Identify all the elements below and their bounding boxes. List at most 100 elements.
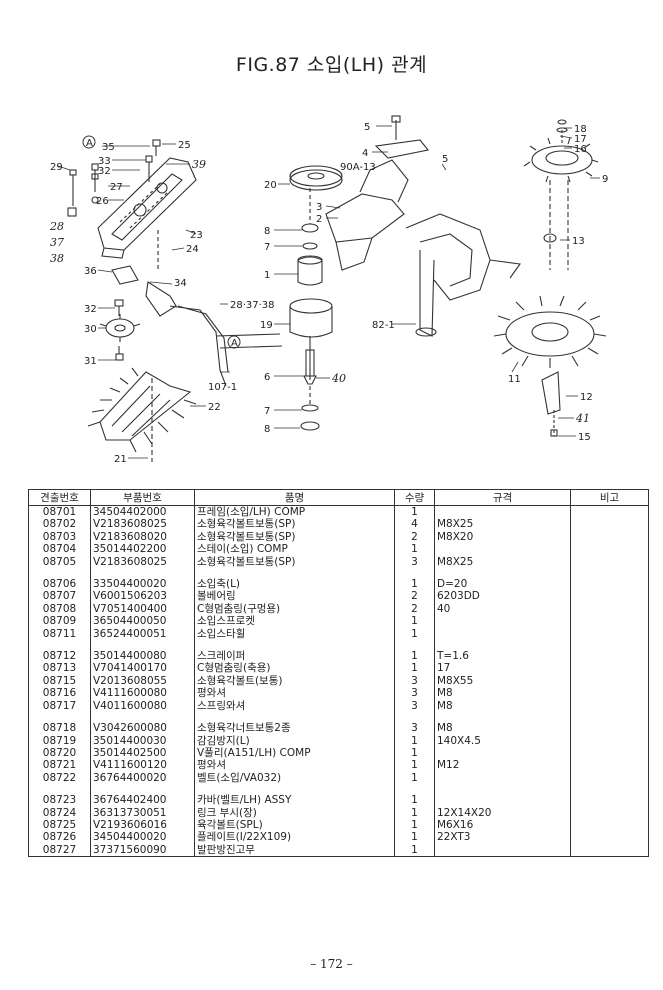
callout-107-1: 107-1 [208,382,237,393]
cell-remark [570,699,649,713]
cell-remark [570,590,649,603]
cell-code: 08709 [28,615,91,628]
callout-19: 19 [260,320,273,331]
cell-part-no: V7041400170 [90,662,195,675]
callout-82-1: 82-1 [372,320,395,331]
cell-remark [570,505,649,519]
cell-remark [570,722,649,735]
cell-code: 08725 [28,818,91,832]
cell-name: 볼베어링 [194,590,395,603]
cell-name: 평와셔 [194,759,395,772]
callout-37: 37 [50,236,64,249]
cell-remark [570,794,649,807]
cell-name: 발판방진고무 [194,843,395,858]
group-spacer-row [28,568,649,579]
cell-spec: M8 [434,722,571,735]
cell-remark [570,746,649,760]
header-code: 견출번호 [28,489,91,506]
cell-name: 소입스타휠 [194,627,395,641]
callout-39: 39 [192,158,206,171]
cell-part-no: 34504402000 [90,505,195,519]
cell-remark [570,602,649,616]
cell-remark [570,806,649,819]
cell-code: 08718 [28,722,91,735]
cell-qty: 1 [394,794,435,807]
cell-remark [570,518,649,531]
cell-remark [570,771,649,785]
cell-code: 08721 [28,759,91,772]
cell-part-no: 35014400030 [90,734,195,747]
diagram-callouts: A A 35 25 33 32 29 27 39 26 28 37 38 23 … [49,122,608,465]
cell-spec [434,794,571,807]
cell-spec: M6X16 [434,818,571,832]
cell-code: 08701 [28,505,91,519]
cell-code: 08722 [28,771,91,785]
callout-29: 29 [50,162,63,173]
callout-22: 22 [208,402,221,413]
cell-qty: 1 [394,578,435,591]
cell-part-no: V7051400400 [90,602,195,616]
group-spacer-row [28,784,649,795]
cell-part-no: 37371560090 [90,843,195,858]
callout-30: 30 [84,324,97,335]
callout-28-37-38: 28·37·38 [230,300,275,311]
cell-qty: 3 [394,722,435,735]
callout-25: 25 [178,140,191,151]
cell-qty: 2 [394,590,435,603]
header-spec: 규격 [434,489,571,506]
cell-part-no: V3042600080 [90,722,195,735]
cell-part-no: 36313730051 [90,806,195,819]
callout-36: 36 [84,266,97,277]
callout-35: 35 [102,142,115,153]
cell-qty: 1 [394,843,435,858]
callout-13: 13 [572,236,585,247]
cell-code: 08712 [28,650,91,663]
cell-part-no: V4111600120 [90,759,195,772]
cell-name: 소형육각볼트보통(SP) [194,555,395,569]
callout-38: 38 [50,252,64,265]
cell-spec: M8X25 [434,555,571,569]
cell-part-no: V2183608025 [90,555,195,569]
cell-remark [570,578,649,591]
cell-qty: 3 [394,699,435,713]
cell-qty: 1 [394,746,435,760]
callout-8-top: 8 [264,226,270,237]
table-header-row: 견출번호 부품번호 품명 수량 규격 비고 [28,489,649,506]
callout-41: 41 [575,412,590,425]
cell-name: 소형육각볼트보통(SP) [194,518,395,531]
cell-code: 08706 [28,578,91,591]
cell-code: 08707 [28,590,91,603]
page-number: – 172 – [310,957,353,971]
cell-spec: M12 [434,759,571,772]
small-sprocket-drawing [99,299,141,361]
cell-part-no: V4011600080 [90,699,195,713]
cell-spec [434,771,571,785]
header-name: 품명 [194,489,395,506]
cell-code: 08719 [28,734,91,747]
cell-code: 08713 [28,662,91,675]
callout-20: 20 [264,180,277,191]
cell-spec: M8 [434,687,571,700]
cell-qty: 1 [394,627,435,641]
callout-31: 31 [84,356,97,367]
header-remark: 비고 [570,489,649,506]
callout-8-bottom: 8 [264,424,270,435]
cell-qty: 1 [394,806,435,819]
cell-part-no: 36764400020 [90,771,195,785]
cell-name: 소형육각볼트(보통) [194,674,395,688]
cell-name: 프레임(소입/LH) COMP [194,505,395,519]
cell-qty: 2 [394,602,435,616]
callout-18: 18 [574,124,587,135]
cell-code: 08726 [28,831,91,844]
cell-remark [570,662,649,675]
stay-arm-drawing [111,230,283,387]
